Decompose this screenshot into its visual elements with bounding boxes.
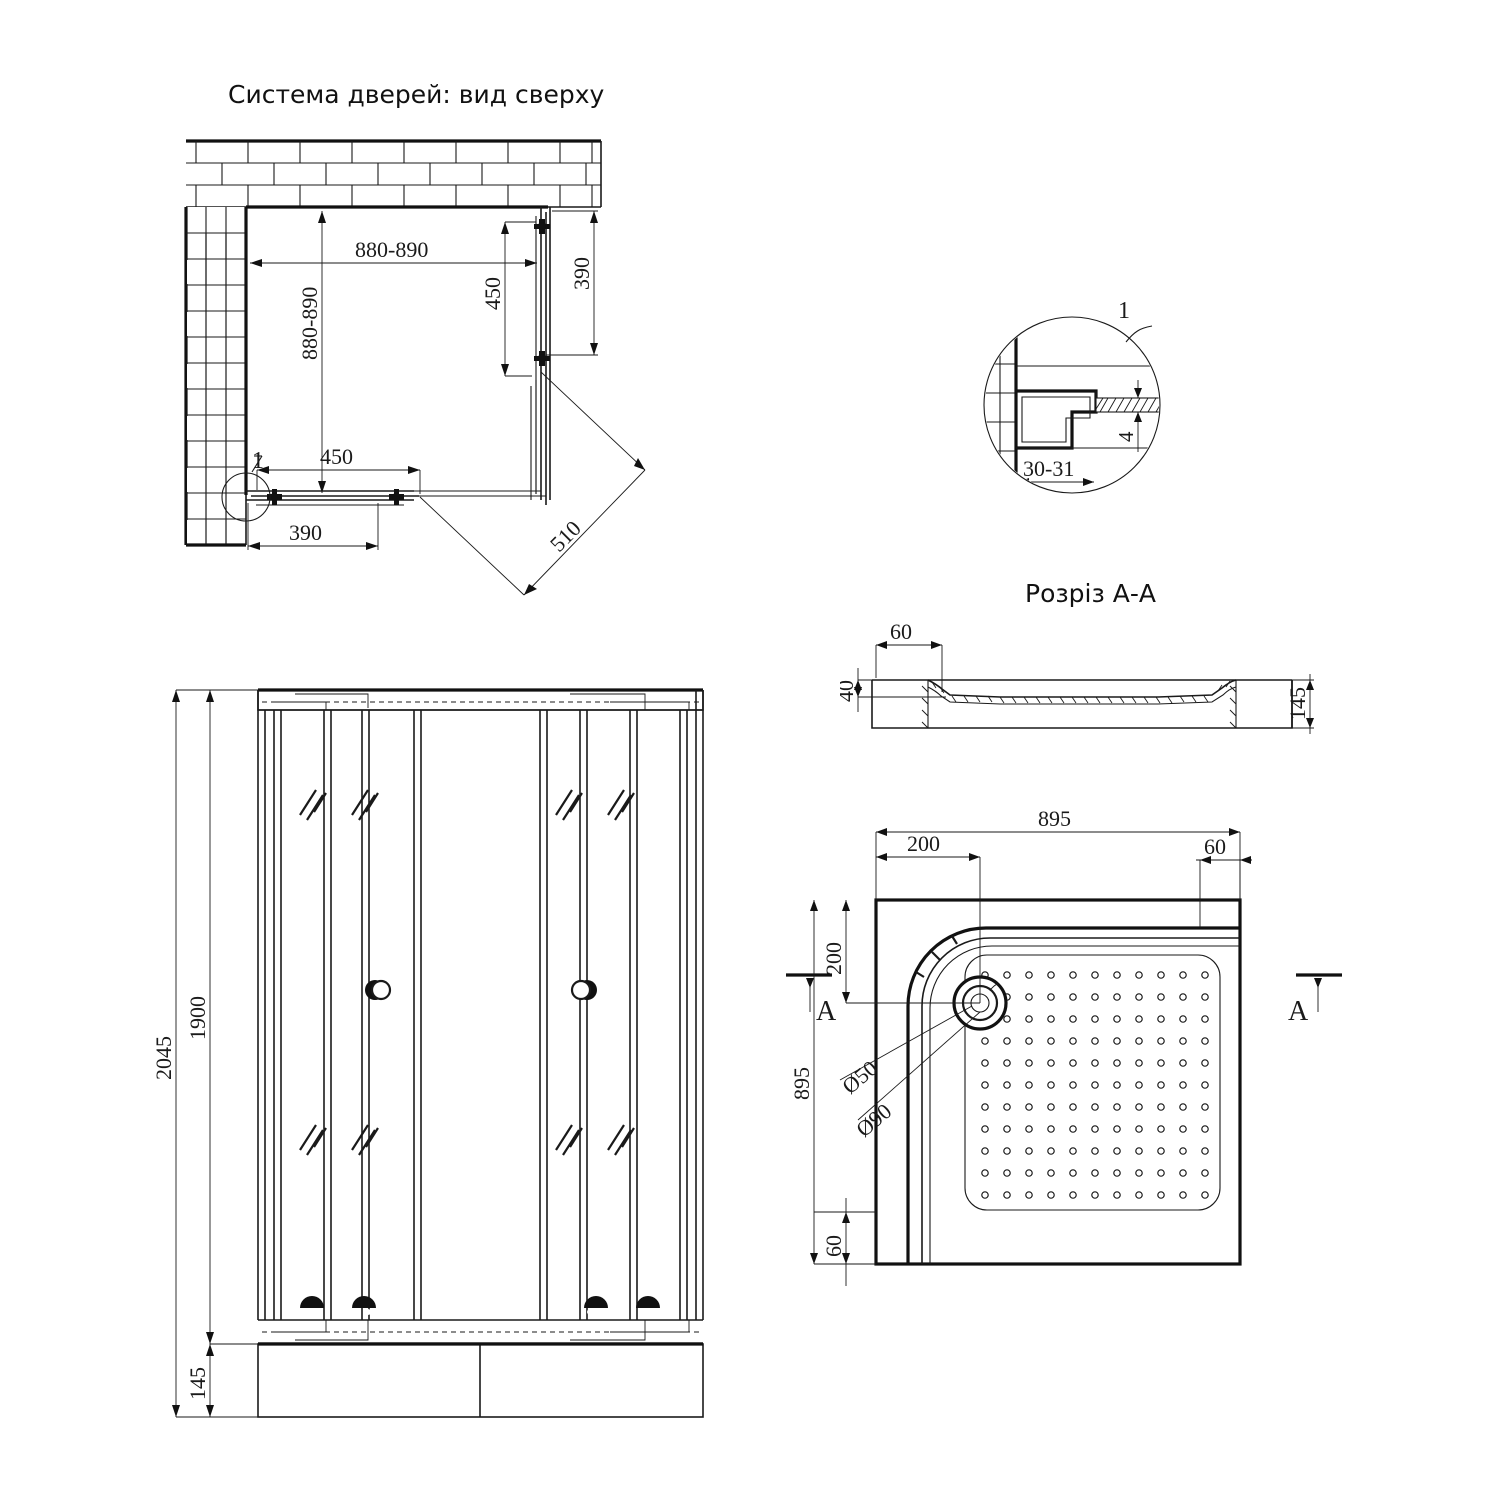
dim-895-left: 895 — [789, 900, 818, 1264]
door-opening-diagonal: 510 — [419, 371, 646, 596]
door-handle-right[interactable] — [570, 979, 597, 1001]
dim-390-bottom: 390 — [247, 503, 379, 550]
bottom-door-roller-left — [267, 489, 282, 505]
dim-880-890-v-label: 880-890 — [297, 287, 322, 360]
dim-390-right-label: 390 — [569, 257, 594, 290]
enclosure-outline — [244, 205, 548, 495]
tray-plan-svg: Ø50 Ø90 А А 8 — [786, 806, 1342, 1286]
dim-60-section: 60 — [875, 619, 943, 692]
detail-1-content: 4 30-31 — [985, 334, 1159, 490]
dim-1900: 1900 — [185, 689, 258, 1345]
tray-upstand — [906, 926, 1240, 1264]
dim-4-thickness: 4 — [1114, 380, 1142, 452]
section-mark-right: А — [1288, 973, 1342, 1027]
dim-895-top-label: 895 — [1038, 806, 1071, 831]
dim-390-bottom-label: 390 — [289, 520, 322, 545]
dim-450-bottom: 450 — [256, 444, 421, 494]
right-door-roller-bottom — [534, 351, 550, 366]
front-elevation-view: 2045 1900 145 — [140, 660, 760, 1460]
tray-antislip-field — [964, 954, 1221, 1211]
brick-wall-top — [186, 139, 602, 208]
door-track-outline — [414, 380, 546, 500]
dim-60-top: 60 — [1196, 834, 1252, 928]
dim-200-left-label: 200 — [821, 942, 846, 975]
dim-200-top: 200 — [876, 831, 981, 1003]
dim-2045: 2045 — [151, 689, 258, 1418]
dim-390-right: 390 — [546, 210, 598, 356]
dim-40-section-label: 40 — [840, 680, 858, 702]
section-aa-view: Розріз А-А — [840, 570, 1340, 770]
door-handle-left[interactable] — [365, 979, 392, 1001]
elevation-left-doors — [273, 710, 422, 1320]
front-elevation-svg: 2045 1900 145 — [151, 688, 704, 1418]
elevation-frame-posts — [257, 690, 704, 1320]
detail-callout-1-plan: 1 — [221, 448, 271, 522]
bottom-door-roller-right — [389, 489, 404, 505]
brick-wall-left — [184, 207, 247, 547]
right-door-roller-top — [534, 219, 550, 234]
tray-plan-view: Ø50 Ø90 А А 8 — [780, 800, 1380, 1320]
section-aa-svg: Розріз А-А — [840, 579, 1314, 734]
section-mark-right-label: А — [1288, 996, 1309, 1027]
antislip-dots — [981, 971, 1209, 1199]
dim-450-right: 450 — [480, 221, 536, 377]
glass-sparkle-marks — [299, 789, 635, 1156]
plan-top-view-title: Система дверей: вид сверху — [228, 80, 605, 109]
roller-wheels — [300, 1296, 660, 1315]
glass-pane-hatch — [1095, 397, 1159, 413]
dim-895-left-label: 895 — [789, 1067, 814, 1100]
elevation-right-doors — [539, 710, 688, 1320]
detail-1-svg: 1 — [983, 298, 1161, 494]
bottom-door-assembly — [246, 489, 419, 506]
detail-brick-wall — [985, 334, 1018, 490]
detail-1-callout-label: 1 — [1118, 298, 1130, 324]
dim-145-elevation-label: 145 — [185, 1367, 210, 1400]
dim-40-section: 40 — [840, 668, 946, 712]
plan-top-view-svg: Система дверей: вид сверху — [184, 80, 646, 596]
dim-145-section: 145 — [1285, 674, 1314, 734]
dim-60-top-label: 60 — [1204, 834, 1226, 859]
dim-60-bottom: 60 — [814, 1198, 876, 1286]
section-aa-title: Розріз А-А — [1025, 579, 1156, 608]
dim-60-bottom-label: 60 — [821, 1235, 846, 1257]
dim-880-890-vertical: 880-890 — [297, 211, 326, 493]
dim-200-top-label: 200 — [907, 831, 940, 856]
dim-880-890-horizontal: 880-890 — [250, 237, 537, 267]
dim-145-elevation: 145 — [185, 1344, 214, 1417]
dim-450-bottom-label: 450 — [320, 444, 353, 469]
dim-145-section-label: 145 — [1285, 687, 1310, 720]
dim-30-31-label: 30-31 — [1023, 456, 1074, 481]
elevation-tray-base — [257, 1342, 704, 1418]
dim-510-label: 510 — [545, 516, 586, 557]
dim-2045-label: 2045 — [151, 1036, 176, 1080]
dim-1900-label: 1900 — [185, 996, 210, 1040]
section-mark-left: А — [786, 973, 837, 1027]
elevation-top-rail — [257, 688, 704, 711]
detail-1-view: 1 — [930, 270, 1220, 520]
right-door-assembly — [534, 207, 551, 505]
dim-200-left: 200 — [821, 900, 980, 1004]
plan-top-view: Система дверей: вид сверху — [0, 0, 760, 640]
tray-basin-wall — [921, 679, 1237, 729]
dim-880-890-h-label: 880-890 — [355, 237, 428, 262]
dim-4-label: 4 — [1114, 431, 1138, 442]
dim-450-right-label: 450 — [480, 277, 505, 310]
section-mark-left-label: А — [816, 996, 837, 1027]
dim-60-section-label: 60 — [890, 619, 912, 644]
detail-callout-1-label: 1 — [252, 448, 264, 474]
